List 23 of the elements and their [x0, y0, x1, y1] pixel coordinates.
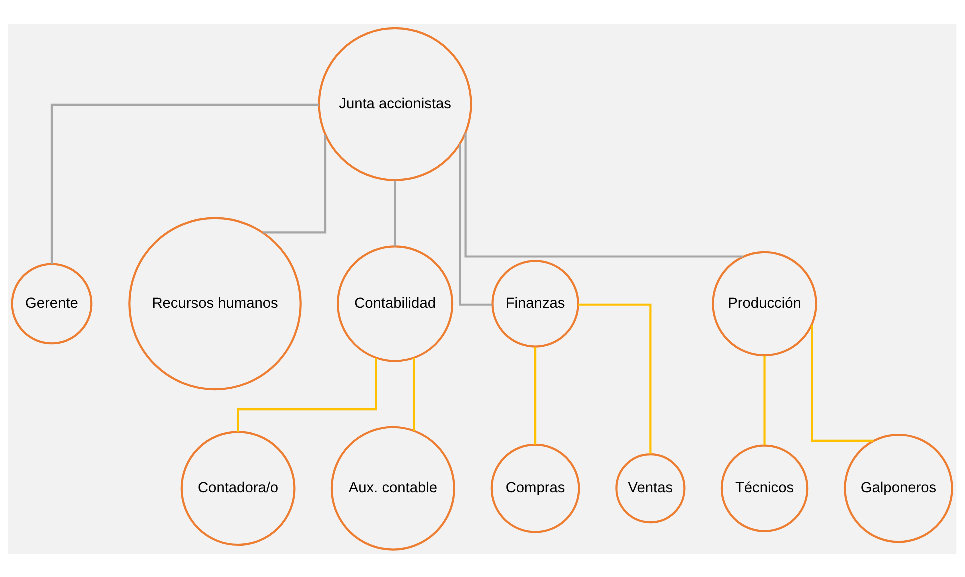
node-circle: Gerente [11, 262, 93, 344]
node-circle: Junta accionistas [318, 26, 472, 181]
node-circle: Recursos humanos [128, 216, 302, 390]
connector [764, 355, 766, 445]
connector [50, 103, 320, 264]
node-circle: Producción [712, 250, 818, 356]
connector [459, 144, 493, 306]
node-circle: Ventas [616, 453, 686, 524]
node-circle: Contabilidad [337, 245, 454, 362]
connector [464, 132, 744, 258]
node-circle: Finanzas [492, 260, 580, 348]
node-circle: Galponeros [844, 433, 954, 543]
connector [413, 357, 416, 431]
connector [578, 303, 652, 454]
node-circle: Contadora/o [180, 430, 296, 546]
node-circle: Aux. contable [330, 426, 456, 550]
connector [811, 324, 874, 442]
connector [262, 134, 327, 234]
connector [237, 358, 378, 432]
node-circle: Compras [490, 443, 580, 533]
node-circle: Técnicos [720, 444, 809, 532]
connector [394, 180, 396, 246]
connector [534, 346, 537, 444]
